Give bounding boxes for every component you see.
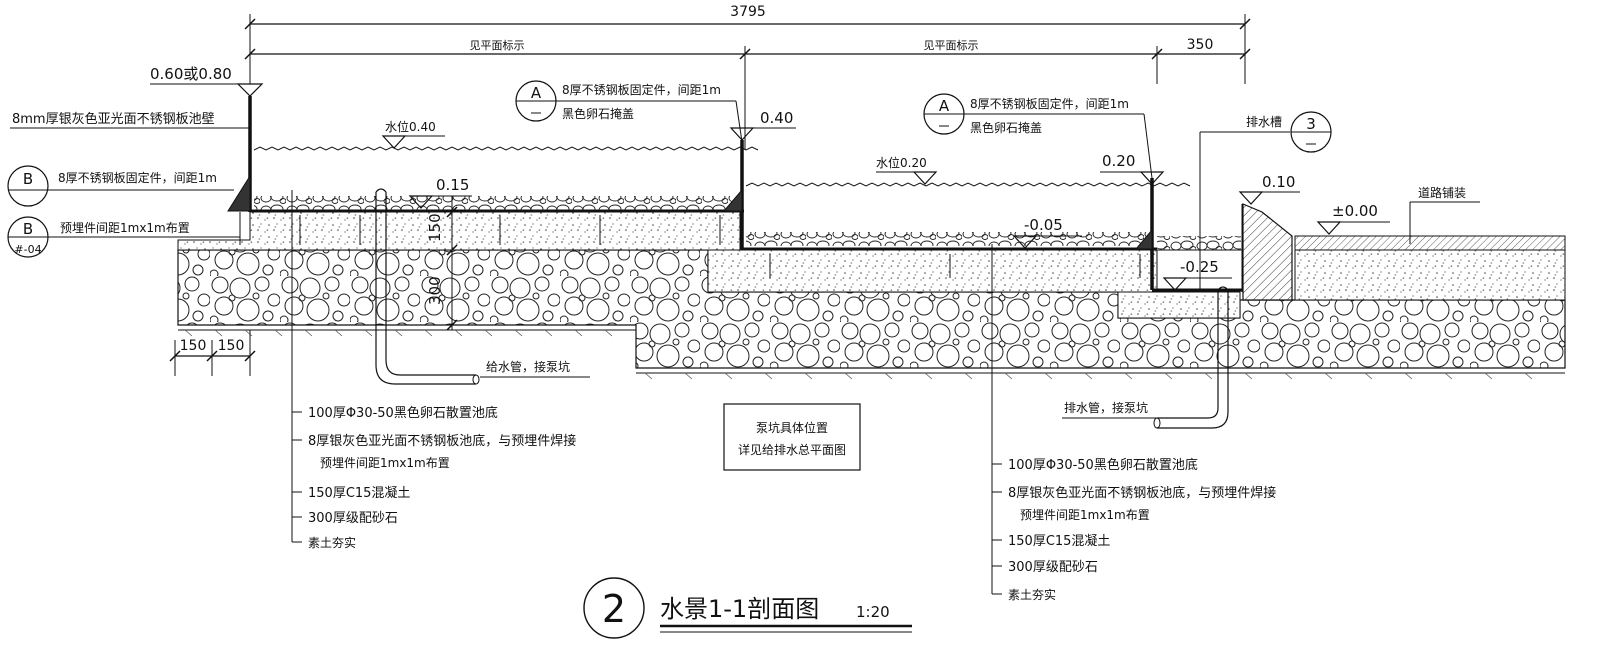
pump-note-box xyxy=(723,403,861,471)
layer-left-2: 8厚银灰色亚光面不锈钢板池底，与预埋件焊接 xyxy=(308,433,576,449)
callout-a2-line2: 黑色卵石掩盖 xyxy=(970,121,1042,135)
dim-right-segment: 350 xyxy=(1187,37,1214,53)
road-paving xyxy=(1294,235,1566,251)
level-020: 0.20 xyxy=(1102,152,1135,170)
road-label: 道路铺装 xyxy=(1418,185,1466,200)
concrete-layer-drain xyxy=(1117,291,1241,319)
side-dimensions: 150 300 150 150 xyxy=(169,196,458,376)
layer-left-1: 100厚Φ30-50黑色卵石散置池底 xyxy=(308,405,498,421)
callout-b-bottom-code: #-04 xyxy=(14,243,41,256)
callout-a1-line2: 黑色卵石掩盖 xyxy=(562,107,634,121)
title-text: 水景1-1剖面图 xyxy=(660,595,819,623)
callout-b-bottom-letter: B xyxy=(23,220,33,238)
pebble-bed-left xyxy=(254,196,740,210)
level-water-upper: 水位0.40 xyxy=(385,119,436,134)
layer-right-2: 8厚银灰色亚光面不锈钢板池底，与预埋件焊接 xyxy=(1008,485,1276,501)
pipes xyxy=(375,188,1229,429)
layer-right-4: 150厚C15混凝土 xyxy=(1008,533,1110,549)
callout-3-number: 3 xyxy=(1306,115,1316,133)
drain-pipe xyxy=(1157,290,1219,419)
pump-note-line1: 泵坑具体位置 xyxy=(756,420,828,435)
layer-legend-left: 100厚Φ30-50黑色卵石散置池底 8厚银灰色亚光面不锈钢板池底，与预埋件焊接… xyxy=(291,190,576,550)
layer-left-3: 预埋件间距1mx1m布置 xyxy=(320,456,450,470)
layer-right-6: 素土夯实 xyxy=(1008,587,1056,602)
dimension-lines: 3795 见平面标示 见平面标示 350 xyxy=(244,4,1251,150)
supply-pipe xyxy=(375,192,476,385)
level-015: 0.15 xyxy=(436,176,469,194)
layer-right-3: 预埋件间距1mx1m布置 xyxy=(1020,508,1150,522)
level-000: ±0.00 xyxy=(1332,202,1378,220)
callout-b-bottom-text: 预埋件间距1mx1m布置 xyxy=(60,221,190,235)
level-minus-005: -0.05 xyxy=(1024,216,1063,234)
wall-note: 8mm厚银灰色亚光面不锈钢板池壁 xyxy=(12,111,215,127)
level-minus-025: -0.25 xyxy=(1180,258,1219,276)
supply-pipe-label: 给水管，接泵坑 xyxy=(486,359,570,374)
concrete-layer-right xyxy=(707,249,1158,293)
pump-note-line2: 详见给排水总平面图 xyxy=(738,442,846,457)
level-top-wall: 0.60或0.80 xyxy=(150,65,232,83)
callout-a1-line1: 8厚不锈钢板固定件，间距1m xyxy=(562,82,721,97)
title-number: 2 xyxy=(602,587,626,631)
callout-b-top-text: 8厚不锈钢板固定件，间距1m xyxy=(58,170,217,185)
water-surface-upper xyxy=(253,146,759,151)
curb-stone xyxy=(1242,203,1293,301)
concrete-layer-left xyxy=(177,211,741,251)
drain-pipe-label: 排水管，接泵坑 xyxy=(1064,400,1148,415)
callouts: 8mm厚银灰色亚光面不锈钢板池壁 B 8厚不锈钢板固定件，间距1m B #-04… xyxy=(7,80,1480,471)
dim-bottom-a: 150 xyxy=(180,338,207,354)
dim-bottom-b: 150 xyxy=(218,338,245,354)
dim-depth-300: 300 xyxy=(426,276,444,305)
layer-right-5: 300厚级配砂石 xyxy=(1008,560,1098,575)
dim-middle-segment: 见平面标示 xyxy=(924,38,979,52)
callout-a2-line1: 8厚不锈钢板固定件，间距1m xyxy=(970,96,1129,111)
level-water-lower: 水位0.20 xyxy=(876,155,927,170)
callout-a2-letter: A xyxy=(939,97,950,115)
drawing-title: 2 水景1-1剖面图 1:20 xyxy=(583,577,912,639)
drain-trench xyxy=(1152,203,1293,301)
level-010: 0.10 xyxy=(1262,173,1295,191)
dim-left-segment: 见平面标示 xyxy=(470,38,525,52)
layer-right-1: 100厚Φ30-50黑色卵石散置池底 xyxy=(1008,457,1198,473)
dim-depth-150: 150 xyxy=(426,213,444,242)
layer-left-4: 150厚C15混凝土 xyxy=(308,485,410,501)
drain-label: 排水槽 xyxy=(1246,115,1282,129)
title-scale: 1:20 xyxy=(856,603,890,621)
water-surface-lower xyxy=(745,182,1191,187)
layer-legend-right: 100厚Φ30-50黑色卵石散置池底 8厚银灰色亚光面不锈钢板池底，与预埋件焊接… xyxy=(991,244,1276,602)
level-040: 0.40 xyxy=(760,109,793,127)
layer-left-5: 300厚级配砂石 xyxy=(308,511,398,526)
callout-a1-letter: A xyxy=(531,84,542,102)
layer-left-6: 素土夯实 xyxy=(308,535,356,550)
pebble-bed-right xyxy=(746,232,1150,246)
callout-b-top-letter: B xyxy=(23,170,33,188)
dim-total: 3795 xyxy=(730,4,766,20)
level-markers: 0.60或0.80 水位0.40 0.40 0.15 水位0.20 0.20 -… xyxy=(150,65,1390,291)
